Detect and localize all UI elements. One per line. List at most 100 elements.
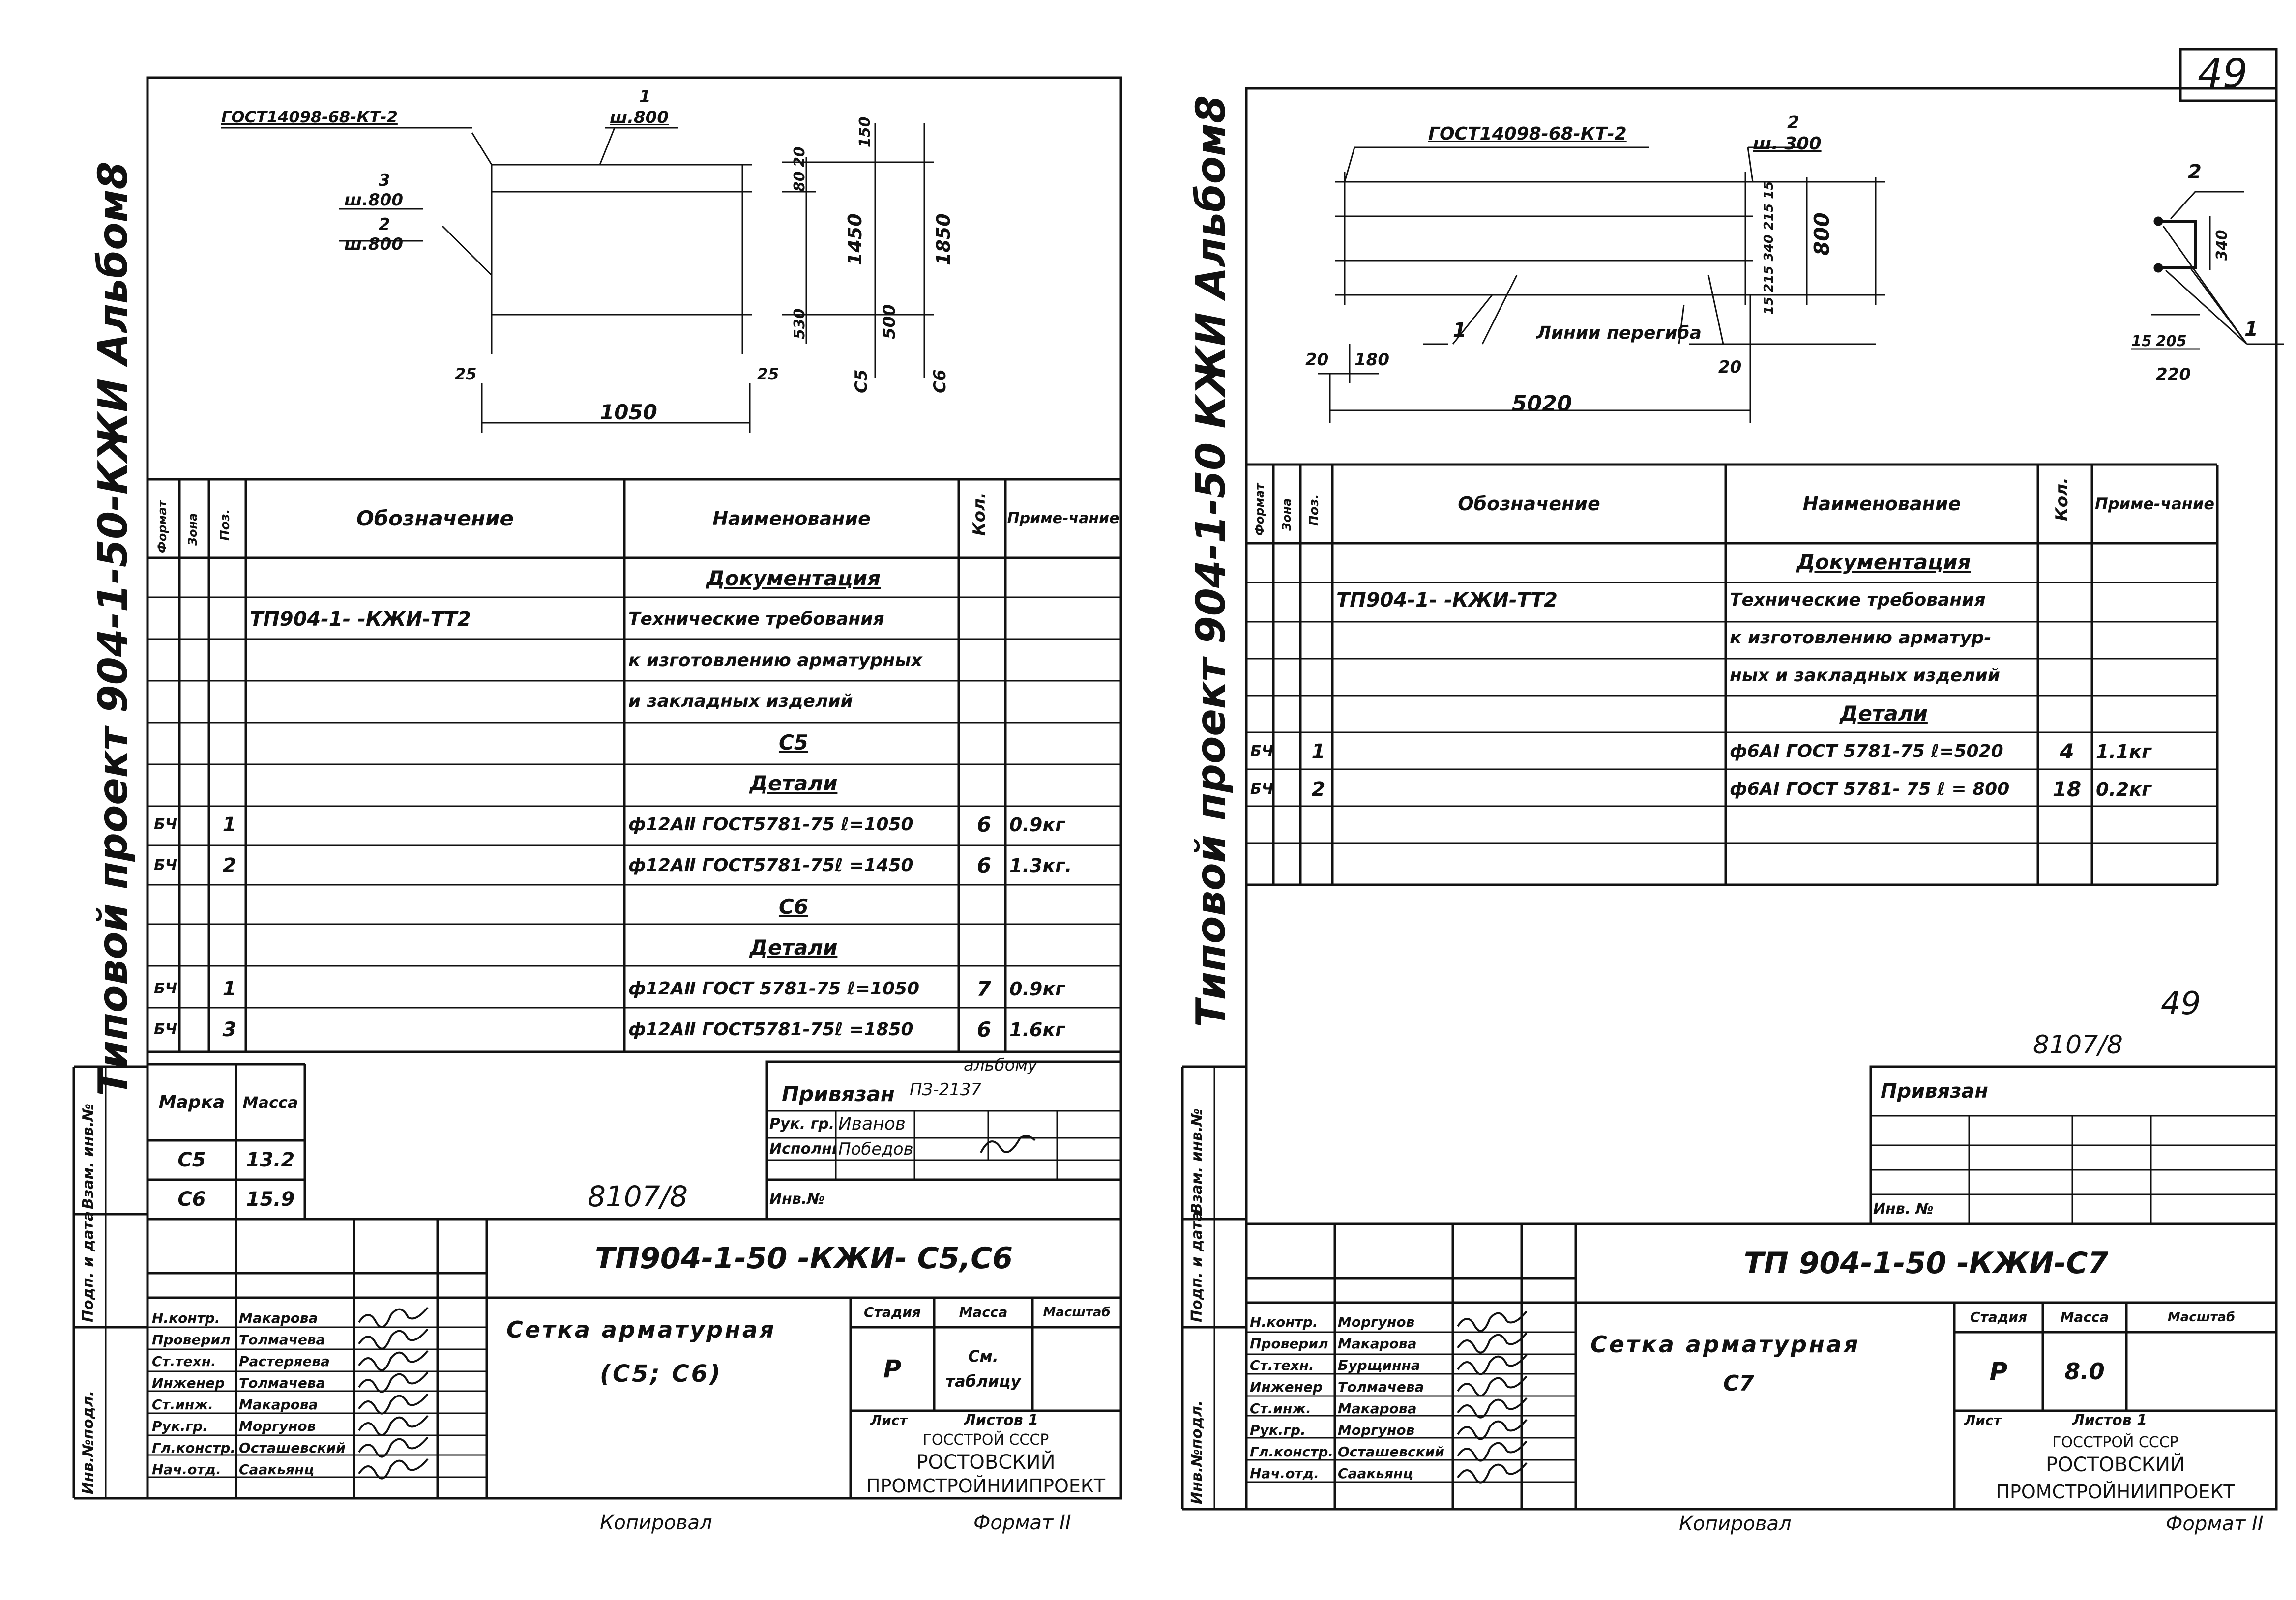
spec-header-name: Наименование (1802, 493, 1961, 515)
spec-cell-name: ф6АⅠ ГОСТ 5781-75 ℓ=5020 (1730, 741, 2003, 761)
spec-cell-format (147, 763, 179, 805)
spec-cell-name: ных и закладных изделий (1730, 665, 2000, 686)
spec-cell-designation (246, 722, 624, 763)
mark-c6: С6 (930, 369, 950, 393)
dim-25-left: 25 (455, 365, 477, 383)
spec-cell-format: БЧ (153, 980, 177, 997)
spec-cell-qty: 6 (976, 812, 992, 837)
spec-cell-name: С5 (778, 730, 809, 755)
spec-cell-pos (209, 722, 246, 763)
spec-cell-pos (1300, 657, 1332, 695)
spec-cell-pos (209, 928, 246, 969)
spec-cell-name: к изготовлению арматур- (1730, 627, 1992, 648)
title-block-stage: Р (883, 1355, 902, 1383)
staff-role: Рук.гр. (1250, 1422, 1306, 1438)
staff-role: Ст.инж. (152, 1396, 213, 1413)
spec-cell-designation (246, 763, 624, 805)
spec-cell-pos (1300, 695, 1332, 732)
spec-cell-format (1246, 581, 1273, 619)
spec-cell-pos: 1 (1311, 740, 1325, 763)
spec-cell-note (1005, 599, 1121, 640)
spec-cell-qty (959, 558, 1005, 599)
spec-cell-format: БЧ (153, 815, 177, 833)
spec-cell-pos (209, 763, 246, 805)
org-name-2: РОСТОВСКИЙ (916, 1451, 1056, 1474)
spec-cell-format: БЧ (1250, 742, 1273, 760)
page-number-handwritten: 49 (2161, 986, 2201, 1022)
dim-220: 220 (2156, 365, 2191, 384)
spec-cell-pos (1300, 581, 1332, 619)
spec-cell-qty (2038, 619, 2092, 657)
title-block-code: ТП 904-1-50 -КЖИ-С7 (1743, 1246, 2109, 1280)
mass-table-mark: С5 (177, 1149, 206, 1171)
spec-cell-designation (1332, 543, 1726, 581)
staff-name: Макарова (239, 1310, 318, 1326)
spec-cell-qty (2038, 695, 2092, 732)
staff-role: Нач.отд. (152, 1461, 221, 1478)
spec-cell-name: С6 (778, 894, 809, 919)
spec-cell-qty: 6 (976, 1018, 992, 1042)
spec-cell-pos: 3 (222, 1018, 236, 1042)
title-block-sheets: Листов 1 (2072, 1412, 2148, 1429)
position-2-label: 2 (1787, 113, 1800, 133)
staff-role: Гл.констр. (152, 1440, 236, 1456)
spec-cell-qty (959, 640, 1005, 681)
side-label-replace-inv: Взам. инв.№ (1188, 1108, 1206, 1214)
title-block-sheet: Лист (1964, 1412, 2002, 1428)
staff-name: Саакьянц (239, 1461, 315, 1478)
title-block-code: ТП904-1-50 -КЖИ- С5,С6 (594, 1241, 1013, 1276)
staff-role: Гл.констр. (1250, 1444, 1334, 1460)
title-block-name: Сетка арматурная (1590, 1331, 1860, 1358)
spec-cell-note (2092, 581, 2217, 619)
spec-cell-format (147, 886, 179, 928)
spec-cell-qty: 18 (2052, 777, 2082, 801)
spec-cell-format (147, 681, 179, 723)
spec-header-pos: Поз. (218, 509, 233, 541)
spec-cell-note (1005, 558, 1121, 599)
org-name-1: ГОССТРОЙ СССР (2052, 1434, 2178, 1451)
org-name-2: РОСТОВСКИЙ (2045, 1454, 2185, 1476)
title-block-marks: (С5; С6) (600, 1360, 723, 1388)
side-label-sign-date: Подп. и дата (1188, 1211, 1206, 1322)
dim-20: 20 (791, 146, 808, 167)
spec-cell-format (147, 928, 179, 969)
spec-cell-note (2092, 543, 2217, 581)
spec-cell-qty: 7 (976, 976, 992, 1001)
staff-name: Макарова (1338, 1400, 1417, 1417)
staff-role: Инженер (1250, 1379, 1323, 1395)
position-1-width: ш.800 (610, 108, 669, 127)
spec-cell-note: 1.6кг (1009, 1019, 1065, 1041)
staff-name: Толмачева (239, 1375, 325, 1391)
title-block-mass: 8.0 (2064, 1358, 2105, 1385)
drawing-sheet-right: 49 Типовой проект 904-1-50 КЖИ Альбом8 Г… (1148, 0, 2296, 1600)
staff-name: Саакьянц (1338, 1465, 1413, 1482)
title-block-mass-header: Масса (959, 1304, 1008, 1320)
staff-name: Моргунов (239, 1418, 316, 1434)
spec-cell-name: Детали (749, 771, 838, 796)
mass-table-mass: 13.2 (246, 1149, 295, 1171)
spec-header-name: Наименование (712, 508, 871, 529)
spec-header-designation: Обозначение (356, 506, 514, 530)
dim-800: 800 (1810, 212, 1834, 256)
binding-inv: Инв. № (1873, 1200, 1934, 1218)
gost-label: ГОСТ14098-68-КТ-2 (1428, 124, 1627, 144)
dims-right: 15 215 340 215 15 (1762, 181, 1776, 315)
dim-205: 205 (2156, 333, 2187, 350)
spec-cell-format: БЧ (1250, 780, 1273, 798)
title-block-scale-header: Масштаб (2167, 1310, 2236, 1325)
staff-role: Н.контр. (1250, 1314, 1318, 1330)
dim-150: 150 (856, 116, 874, 147)
dim-80: 80 (791, 171, 808, 192)
staff-role: Проверил (152, 1332, 231, 1348)
spec-cell-note: 0.9кг (1009, 978, 1065, 1000)
binding-person: Победова (838, 1139, 914, 1159)
section-dim-340: 340 (2213, 230, 2231, 261)
org-name-1: ГОССТРОЙ СССР (922, 1431, 1049, 1449)
spec-cell-qty (959, 722, 1005, 763)
section-label-2: 2 (2188, 161, 2202, 183)
dim-1850: 1850 (933, 213, 954, 265)
spec-cell-designation (246, 845, 624, 887)
staff-name: Осташевский (1338, 1444, 1444, 1460)
spec-cell-note: 1.1кг (2096, 740, 2151, 762)
binding-inv: Инв.№ (769, 1191, 825, 1208)
